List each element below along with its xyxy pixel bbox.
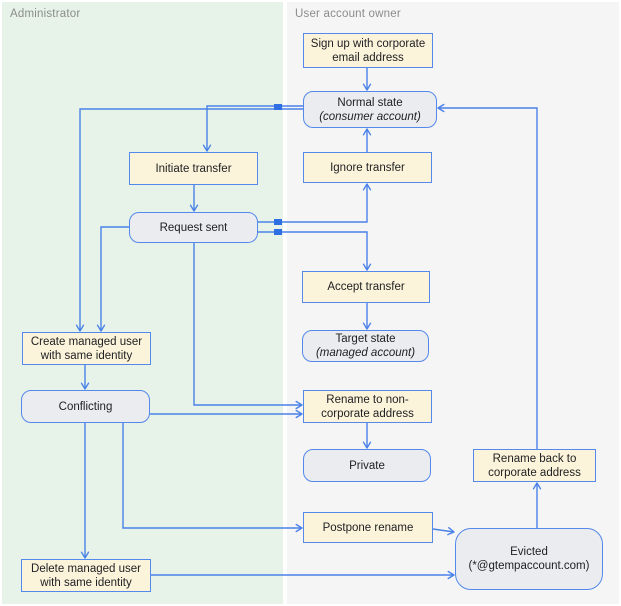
node-normal-state: Normal state(consumer account) bbox=[303, 91, 437, 128]
node-private-label: Private bbox=[349, 459, 385, 472]
node-accept-transfer: Accept transfer bbox=[302, 271, 430, 303]
node-sign-up-label: email address bbox=[332, 51, 404, 64]
node-ignore-transfer: Ignore transfer bbox=[303, 152, 432, 183]
node-normal-state-label: (consumer account) bbox=[319, 110, 421, 123]
node-normal-state-label: Normal state bbox=[337, 96, 403, 109]
lane-administrator-label: Administrator bbox=[10, 8, 81, 20]
lane-administrator: Administrator bbox=[2, 2, 283, 604]
node-request-sent-label: Request sent bbox=[159, 221, 228, 234]
node-postpone-rename: Postpone rename bbox=[303, 512, 433, 543]
node-create-managed-user-label: Create managed user bbox=[30, 335, 143, 348]
node-accept-transfer-label: Accept transfer bbox=[327, 281, 405, 293]
node-target-state-label: (managed account) bbox=[315, 347, 416, 359]
node-request-sent: Request sent bbox=[129, 212, 258, 243]
node-target-state-label: Target state bbox=[335, 333, 396, 345]
node-rename-to-non-corporate-label: Rename to non- bbox=[326, 393, 409, 406]
node-initiate-transfer-label: Initiate transfer bbox=[155, 162, 232, 175]
node-initiate-transfer: Initiate transfer bbox=[129, 152, 258, 185]
node-conflicting-label: Conflicting bbox=[58, 400, 113, 413]
node-rename-back-label: Rename back to bbox=[492, 452, 577, 465]
node-rename-to-non-corporate: Rename to non-corporate address bbox=[303, 390, 432, 423]
node-ignore-transfer-label: Ignore transfer bbox=[330, 161, 405, 174]
node-delete-managed-user-label: Delete managed user bbox=[31, 562, 141, 575]
node-private: Private bbox=[303, 449, 431, 482]
node-postpone-rename-label: Postpone rename bbox=[322, 521, 414, 534]
node-evicted: Evicted (*@gtempaccount.com) bbox=[455, 528, 603, 590]
node-target-state: Target state (managed account) bbox=[302, 330, 429, 362]
node-evicted-label: (*@gtempaccount.com) bbox=[468, 560, 590, 572]
node-delete-managed-user-label: with same identity bbox=[40, 576, 132, 589]
node-create-managed-user-label: with same identity bbox=[40, 349, 133, 362]
lane-user-account-owner-label: User account owner bbox=[295, 8, 401, 20]
node-conflicting: Conflicting bbox=[21, 390, 150, 423]
node-sign-up-label: Sign up with corporate bbox=[310, 37, 426, 50]
node-rename-back-label: corporate address bbox=[488, 466, 581, 479]
node-rename-to-non-corporate-label: corporate address bbox=[321, 407, 414, 420]
node-evicted-label: Evicted bbox=[510, 546, 548, 558]
